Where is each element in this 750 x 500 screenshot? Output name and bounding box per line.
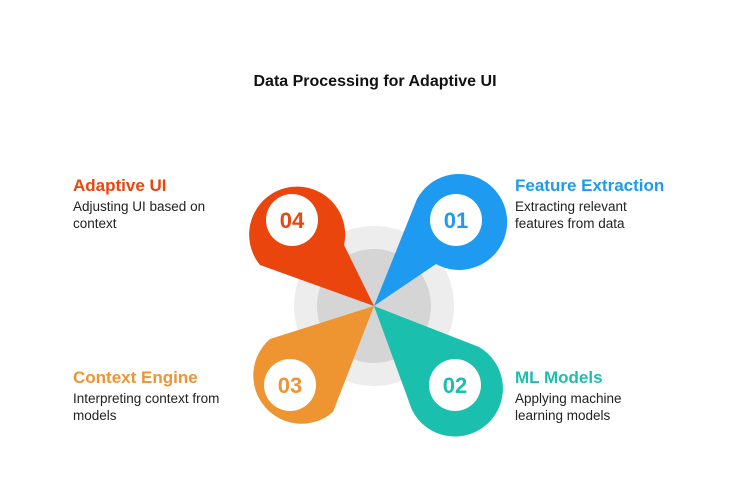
- petal-adaptive-ui: 04: [249, 186, 374, 306]
- step-description-ml-models: Applying machine learning models: [515, 391, 622, 423]
- step-ml-models: ML Models Applying machine learning mode…: [515, 368, 695, 424]
- step-description-adaptive-ui: Adjusting UI based on context: [73, 199, 206, 231]
- petal-feature-extraction: 01: [374, 173, 508, 306]
- step-title-ml-models: ML Models: [515, 368, 603, 387]
- petal-number-adaptive-ui: 04: [280, 208, 305, 233]
- petal-badge-feature-extraction: [430, 194, 482, 246]
- petal-number-context-engine: 03: [278, 373, 302, 398]
- petal-badge-adaptive-ui: [266, 194, 318, 246]
- petal-badge-context-engine: [264, 359, 316, 411]
- step-title-context-engine: Context Engine: [73, 368, 198, 387]
- step-adaptive-ui: Adaptive UI Adjusting UI based on contex…: [73, 176, 253, 232]
- step-feature-extraction: Feature Extraction Extracting relevant f…: [515, 176, 695, 232]
- step-title-feature-extraction: Feature Extraction: [515, 176, 665, 195]
- petal-number-ml-models: 02: [443, 373, 467, 398]
- page-title: Data Processing for Adaptive UI: [253, 73, 497, 90]
- step-context-engine: Context Engine Interpreting context from…: [73, 368, 253, 424]
- step-description-context-engine: Interpreting context from models: [73, 391, 220, 423]
- step-title-adaptive-ui: Adaptive UI: [73, 176, 167, 195]
- petal-number-feature-extraction: 01: [444, 208, 468, 233]
- petal-context-engine: 03: [253, 306, 374, 424]
- petal-ml-models: 02: [374, 306, 503, 437]
- step-description-feature-extraction: Extracting relevant features from data: [515, 199, 627, 231]
- petal-badge-ml-models: [429, 359, 481, 411]
